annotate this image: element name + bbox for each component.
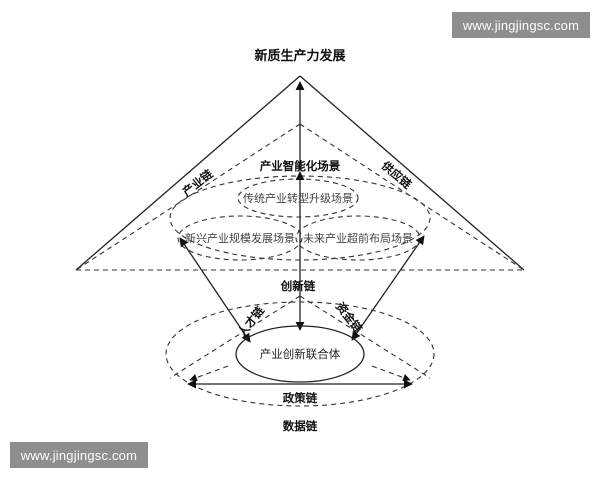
policy-chain-label: 政策链 <box>283 391 318 405</box>
lower-outer-ellipse <box>165 301 435 407</box>
supply-chain-label: 供应链 <box>378 158 415 192</box>
outer-triangle-right-edge <box>299 75 525 271</box>
data-chain-label: 数据链 <box>283 419 318 433</box>
capital-chain-link <box>351 235 425 341</box>
talent-chain-link <box>179 237 251 343</box>
capital-chain-label: 资金链 <box>333 300 366 336</box>
talent-chain-label: 人才链 <box>235 303 268 339</box>
top-goal-label: 新质生产力发展 <box>254 48 346 64</box>
scenario-main-label: 产业智能化场景 <box>260 159 341 173</box>
watermark-top: www.jingjingsc.com <box>452 12 590 38</box>
scenario-future-label: 未来产业超前布局场景 <box>303 231 413 245</box>
innovation-chain-label: 创新链 <box>280 279 316 293</box>
lower-triangle-right-edge <box>299 295 431 379</box>
core-label: 产业创新联合体 <box>260 347 341 361</box>
lower-left-arrow <box>189 365 229 382</box>
industry-chain-label: 产业链 <box>180 166 216 199</box>
scenario-emerging-label: 新兴产业规模发展场景 <box>185 231 295 245</box>
lower-triangle-left-edge <box>169 295 301 379</box>
outer-triangle-left-edge <box>75 75 301 271</box>
lower-right-arrow <box>371 365 411 382</box>
scenario-traditional-label: 传统产业转型升级场景 <box>243 191 353 205</box>
watermark-bottom: www.jingjingsc.com <box>10 442 148 468</box>
